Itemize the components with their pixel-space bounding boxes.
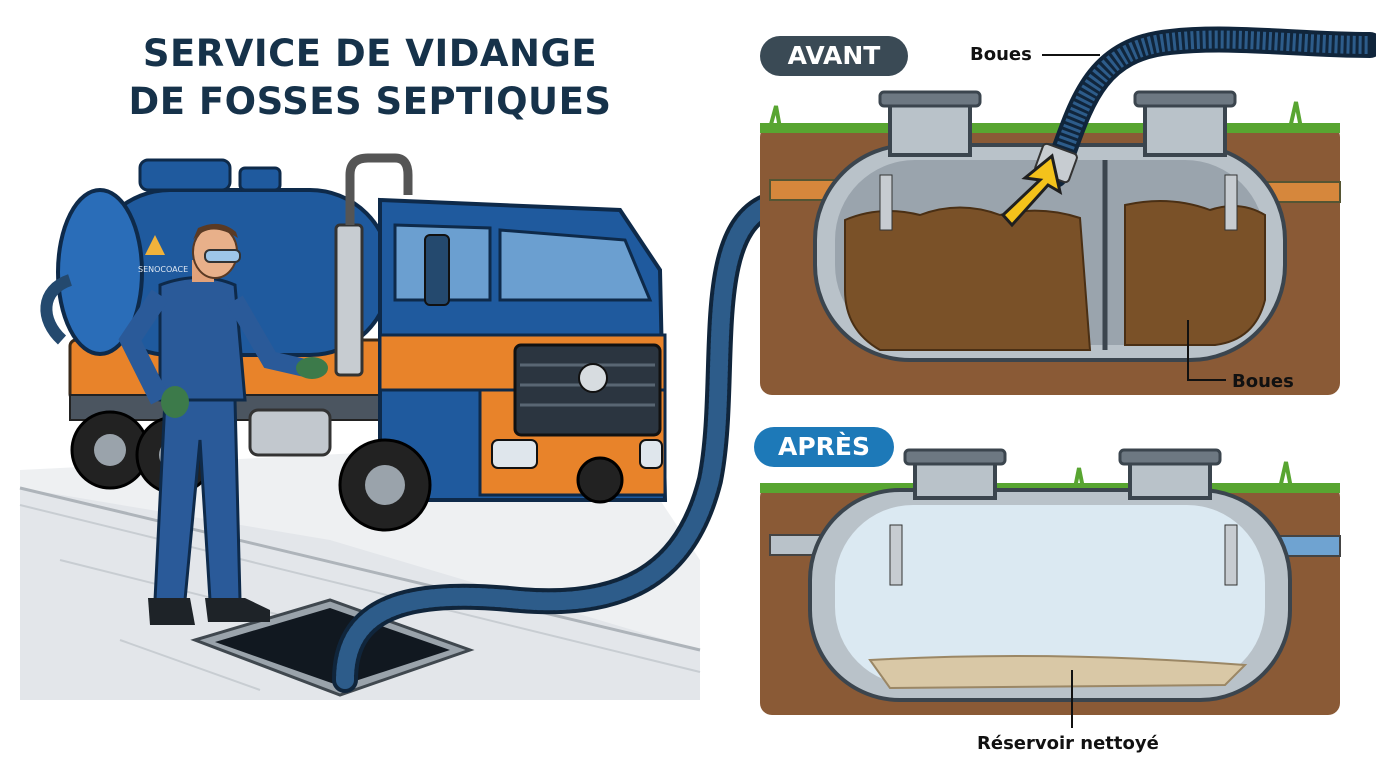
after-panel (760, 448, 1341, 728)
arrow-up-right-icon (1000, 153, 1063, 228)
before-label-badge: AVANT (760, 36, 908, 76)
page-title-line2: DE FOSSES SEPTIQUES (128, 80, 612, 123)
callout-clean-tank: Réservoir nettoyé (977, 733, 1159, 754)
worker-icon (118, 223, 328, 625)
residue-layer (868, 655, 1248, 690)
truck-wheels (70, 410, 624, 532)
after-label-badge: APRÈS (754, 427, 894, 467)
septic-tank-icon (813, 90, 1287, 362)
truck-logo-text: SENOCOACE (138, 265, 188, 274)
manhole-icon (190, 598, 475, 697)
before-panel (760, 26, 1376, 395)
callout-sludge-bottom: Boues (1232, 371, 1294, 392)
callout-sludge-top: Boues (970, 44, 1032, 65)
page-title-line1: SERVICE DE VIDANGE (142, 32, 598, 75)
clean-tank-icon (808, 448, 1292, 702)
callout-line-bottom (1187, 320, 1226, 381)
